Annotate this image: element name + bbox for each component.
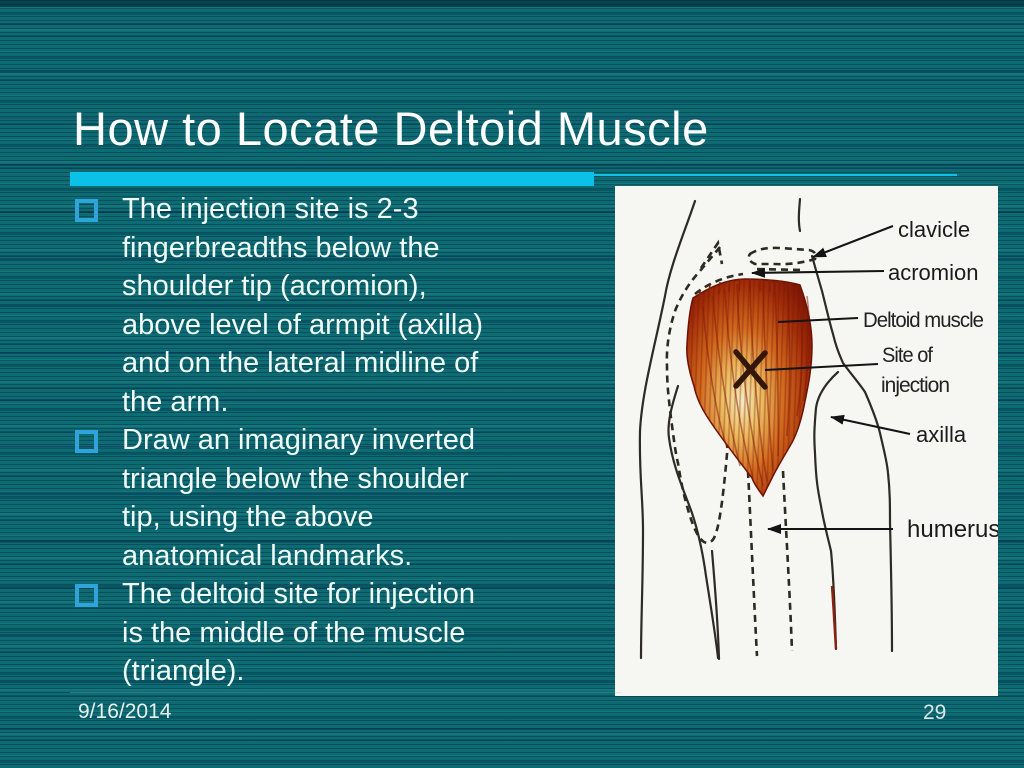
bullet-text: Draw an imaginary inverted triangle belo… [122,421,475,575]
label-deltoid-muscle: Deltoid muscle [863,309,983,332]
slide-title: How to Locate Deltoid Muscle [73,102,709,155]
label-injection: injection [881,374,949,397]
dashed-landmark-outline [665,239,818,657]
injection-site-x-mark [733,349,768,390]
bullet-line: anatomical landmarks. [122,539,413,572]
label-clavicle: clavicle [898,217,970,242]
bullet-line: tip, using the above [122,501,374,533]
slide-date: 9/16/2014 [78,700,172,723]
bullet-line: the arm. [122,385,229,418]
muscle-top-fringe [697,278,791,303]
muscle-striations [702,280,811,487]
bullet-line: The injection site is 2-3 [122,193,419,225]
bullet-text: The deltoid site for injection is the mi… [122,575,475,691]
deltoid-muscle-shape [686,278,813,498]
bullet-item: Draw an imaginary inverted triangle belo… [75,421,595,575]
axilla-arrow [830,414,911,436]
clavicle-arrow [812,225,894,258]
title-underline-thin-line [594,174,957,176]
deltoid-muscle-line [777,316,859,324]
bullet-line: is the middle of the muscle [122,616,466,649]
bullet-line: and on the lateral midline of [122,347,479,379]
acromion-arrow [751,267,885,278]
anatomy-diagram-image: clavicle acromion Deltoid muscle Site of… [615,186,1000,696]
deltoid-diagram-svg: clavicle acromion Deltoid muscle Site of… [638,197,1000,661]
bullet-line: fingerbreadths below the [122,231,440,264]
humerus-red-edge [830,585,838,650]
label-site-of: Site of [882,344,933,367]
bullet-list: The injection site is 2-3 fingerbreadths… [75,190,595,691]
bullet-line: Draw an imaginary inverted [122,424,475,456]
bullet-line: (triangle). [122,655,245,687]
site-of-injection-line [764,362,879,372]
slide-top-border [0,0,1024,7]
bullet-item: The deltoid site for injection is the mi… [75,575,595,691]
bullet-line: triangle below the shoulder [122,462,469,495]
square-bullet-icon [75,584,98,607]
torso-outline [638,197,894,661]
square-bullet-icon [75,430,98,453]
footer-divider-line [70,692,622,693]
slide-page-number: 29 [923,701,947,724]
label-axilla: axilla [916,422,967,447]
bullet-line: above level of armpit (axilla) [122,308,484,341]
title-underline-bar [70,172,594,186]
bullet-text: The injection site is 2-3 fingerbreadths… [122,190,483,421]
label-humerus: humerus [907,516,998,543]
bullet-line: shoulder tip (acromion), [122,270,427,302]
pointer-lines [751,225,911,534]
square-bullet-icon [75,199,98,222]
bullet-item: The injection site is 2-3 fingerbreadths… [75,190,595,421]
label-acromion: acromion [888,260,978,285]
bullet-line: The deltoid site for injection [122,578,476,610]
